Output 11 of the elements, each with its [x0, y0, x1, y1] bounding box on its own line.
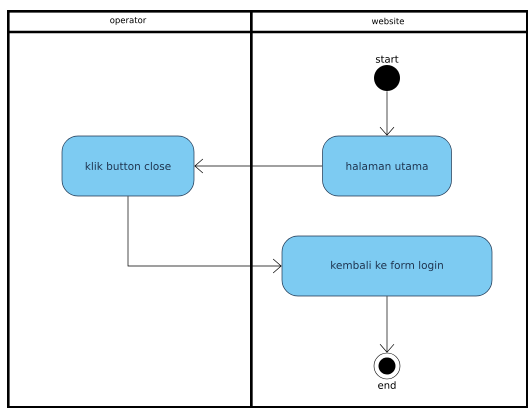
activity-box: kembali ke form login: [282, 236, 492, 296]
end-label: end: [378, 381, 396, 389]
activity-box: klik button close: [62, 136, 194, 196]
arrow: [380, 296, 394, 353]
activity-box: halaman utama: [322, 136, 452, 196]
arrow: [128, 196, 282, 274]
start-label: start: [376, 56, 398, 63]
end-symbol: [374, 352, 400, 380]
arrow: [380, 90, 394, 136]
arrow: [194, 158, 322, 174]
start-dot: [374, 65, 400, 91]
